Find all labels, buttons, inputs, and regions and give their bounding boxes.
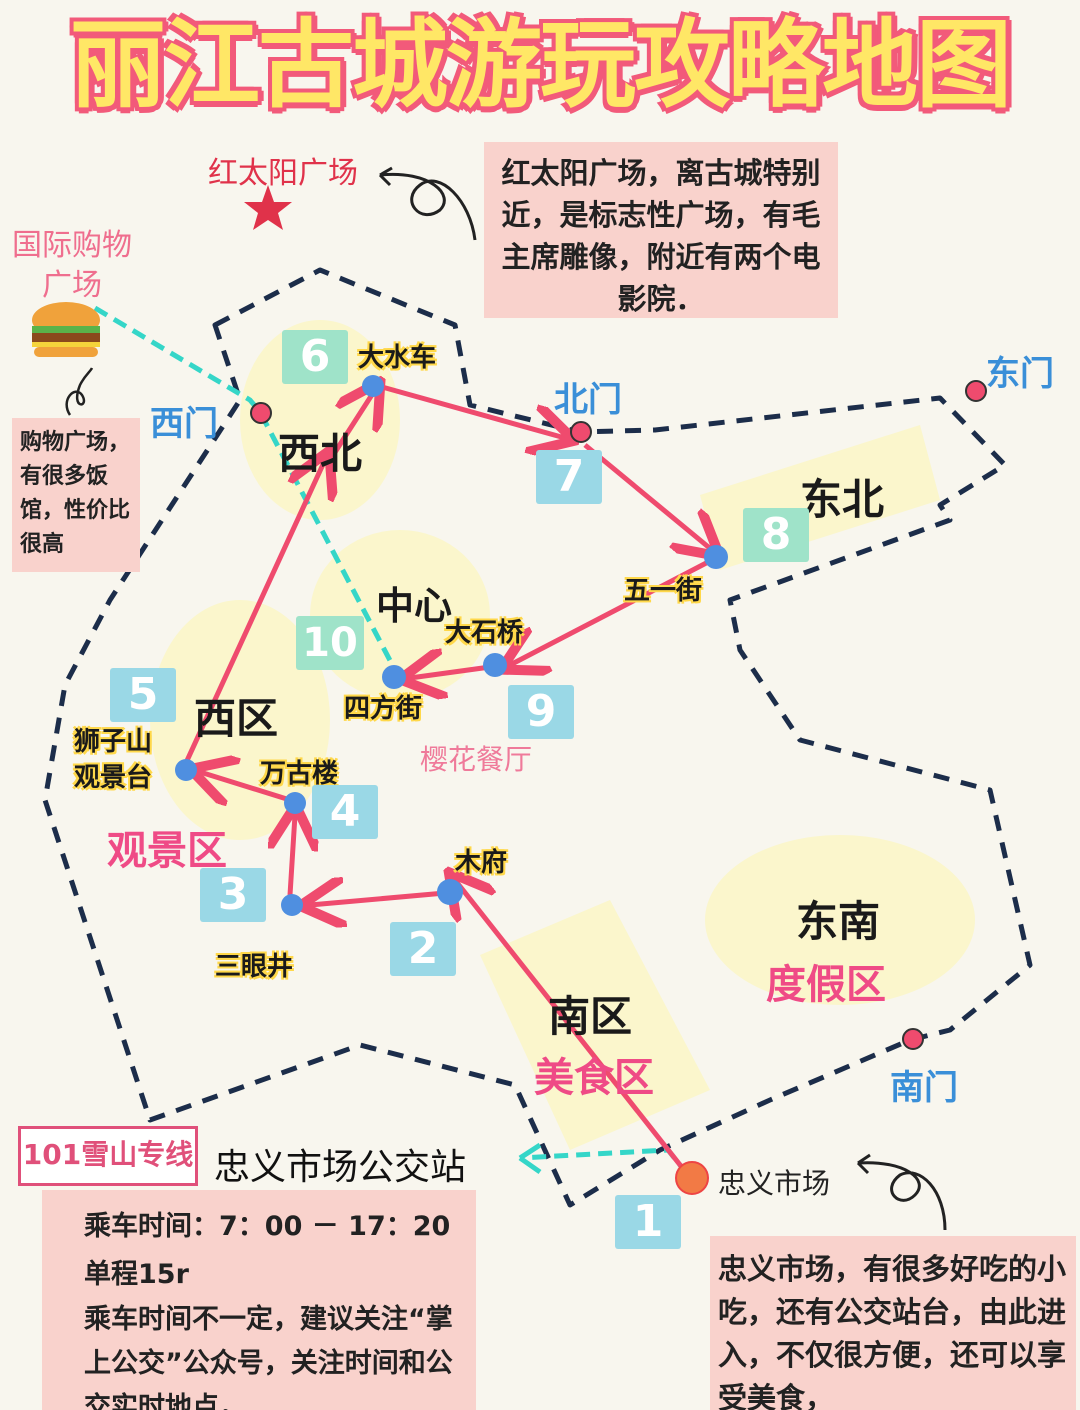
gate-dot-south [902,1028,924,1050]
stop-dot-sanyanjing [281,894,303,916]
gate-label-north: 北门 [554,380,622,420]
red-star-icon [244,185,292,230]
stop-dot-wangulou [284,792,306,814]
stop-dot-dashiqiao [483,653,507,677]
curl-arrow-icon [378,166,393,187]
zone-label-southeast: 东南 [796,897,881,946]
step-badge-3: 3 [200,868,266,922]
stop-label-wangulou: 万古楼 [260,759,339,789]
route-9-10 [410,667,491,678]
zone-label-center: 中心 [376,584,453,628]
zone-blob-southeast [705,835,975,1005]
stop-label-sanyanjing: 三眼井 [215,952,294,982]
gate-label-south: 南门 [890,1068,958,1108]
curl-arrow-icon [65,367,94,416]
zone-subtitle-resort: 度假区 [766,962,886,1008]
curl-arrow-icon [857,1161,947,1231]
step-badge-9: 9 [508,685,574,739]
zone-blob-south [480,900,710,1150]
route-6-7 [374,382,565,438]
stop-dot-sifangjie [382,665,406,689]
burger-icon [32,302,100,357]
zone-subtitle-viewing: 观景区 [107,828,227,874]
bus-arrow-icon [518,1142,542,1175]
stop-label-dashiqiao: 大石桥 [445,618,524,648]
route-westnorth [327,390,375,462]
old-town-boundary [42,267,1033,1208]
curl-arrow-icon [856,1153,871,1175]
step-badge-7: 7 [536,450,602,504]
stop-label-mufu: 木府 [455,848,508,878]
zone-label-south: 南区 [548,992,633,1041]
stop-dot-mufu [437,879,463,905]
zone-label-northeast: 东北 [800,475,885,524]
stop-label-shizishan: 狮子山 观景台 [74,727,153,793]
step-badge-5: 5 [110,668,176,722]
stop-label-zhongyi-market: 忠义市场 [718,1167,831,1200]
step-badge-1: 1 [615,1195,681,1249]
gate-label-west: 西门 [150,404,218,444]
gate-label-east: 东门 [986,354,1054,394]
route-1-2 [455,880,690,1177]
stop-dot-wuyijie [704,545,728,569]
route-8-9 [510,557,714,665]
landmark-mall: 国际购物 广场 [12,228,132,303]
stop-label-wuyijie: 五一街 [624,576,703,606]
gate-dot-west [250,402,272,424]
bus-station-label: 忠义市场公交站 [214,1147,467,1188]
zone-subtitle-food: 美食区 [534,1055,654,1101]
route-2-3 [310,893,446,905]
stop-dot-dashuiche [362,375,384,397]
note-market: 忠义市场，有很多好吃的小吃，还有公交站台，由此进入，不仅很方便，还可以享受美食， [710,1236,1076,1410]
note-mall: 购物广场，有很多饭馆，性价比很高 [12,418,140,572]
step-badge-2: 2 [390,922,456,976]
bus-tip: 乘车时间不一定，建议关注“掌上公交”公众号，关注时间和公交实时地点， [84,1304,453,1410]
bus-line-badge: 101雪山专线 [18,1126,198,1186]
route-5-6 [182,460,325,767]
curl-arrow-icon [379,172,477,241]
bus-info-panel: 乘车时间：7：00 － 17：20 单程15r 乘车时间不一定，建议关注“掌上公… [42,1190,476,1410]
stop-label-dashuiche: 大水车 [358,343,437,373]
step-badge-8: 8 [743,508,809,562]
page-title: 丽江古城游玩攻略地图 [70,9,1012,121]
note-red-sun: 红太阳广场，离古城特别近，是标志性广场，有毛主席雕像，附近有两个电影院． [484,142,838,318]
stop-label-sifangjie: 四方街 [344,694,423,724]
zone-label-west: 西区 [194,694,279,743]
zone-blob-northwest [240,320,400,520]
step-badge-10: 10 [296,616,364,670]
zone-label-northwest: 西北 [278,429,363,478]
step-badge-4: 4 [312,785,378,839]
stop-dot-zhongyi [675,1161,709,1195]
gate-dot-north [570,421,592,443]
bus-time: 乘车时间：7：00 － 17：20 [84,1211,451,1242]
bus-fare: 单程15r [84,1259,189,1290]
stop-dot-shizishan [175,759,197,781]
route-7-8 [583,443,712,550]
step-badge-6: 6 [282,330,348,384]
route-3-4 [290,815,295,896]
route-4-5 [200,772,291,800]
landmark-sakura: 樱花餐厅 [420,743,533,776]
gate-dot-east [965,380,987,402]
landmark-red-sun: 红太阳广场 [208,156,358,191]
